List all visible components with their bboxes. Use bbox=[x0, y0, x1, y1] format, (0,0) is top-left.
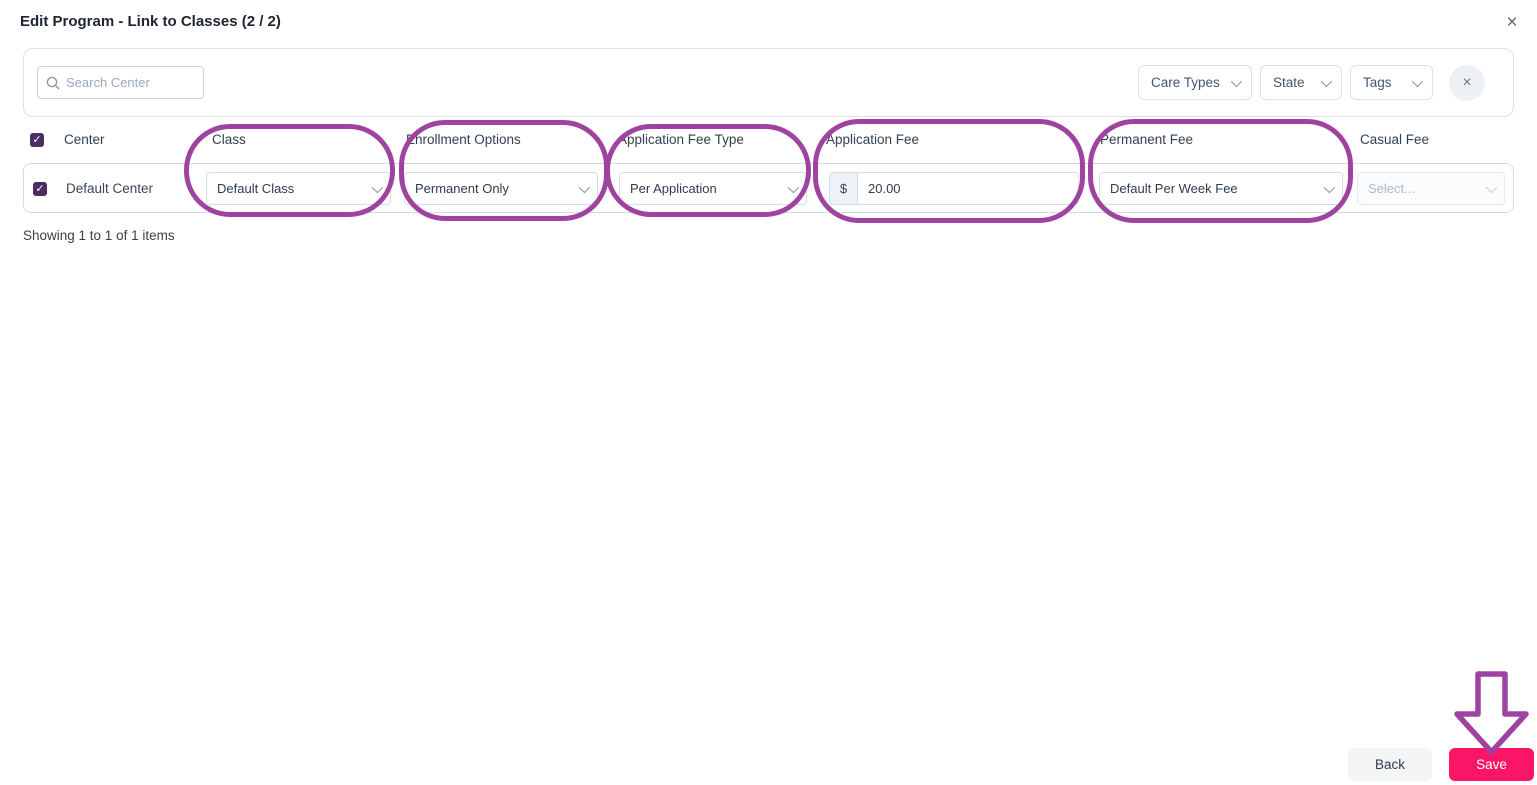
table-row: ✓ Default Center Default Class Permanent… bbox=[23, 163, 1514, 213]
header-center: Center bbox=[64, 132, 105, 147]
header-casual-fee: Casual Fee bbox=[1360, 132, 1430, 147]
enrollment-value: Permanent Only bbox=[415, 181, 509, 196]
back-button[interactable]: Back bbox=[1348, 748, 1432, 781]
permanent-fee-select[interactable]: Default Per Week Fee bbox=[1099, 172, 1343, 205]
chevron-down-icon bbox=[1323, 181, 1336, 193]
filter-group: Care Types State Tags × bbox=[1138, 64, 1485, 101]
chevron-down-icon bbox=[1411, 75, 1424, 87]
class-select[interactable]: Default Class bbox=[206, 172, 391, 205]
fee-type-value: Per Application bbox=[630, 181, 717, 196]
application-fee-field: $ bbox=[829, 172, 1079, 205]
table-header-row: ✓ Center Class Enrollment Options Applic… bbox=[0, 130, 1537, 152]
row-checkbox[interactable]: ✓ bbox=[33, 182, 47, 196]
save-button[interactable]: Save bbox=[1449, 748, 1534, 781]
check-icon: ✓ bbox=[35, 183, 45, 195]
tags-dropdown[interactable]: Tags bbox=[1350, 65, 1433, 100]
header-enrollment: Enrollment Options bbox=[406, 132, 521, 147]
select-all-checkbox[interactable]: ✓ bbox=[30, 133, 44, 147]
chevron-down-icon bbox=[578, 181, 591, 193]
chevron-down-icon bbox=[1485, 181, 1498, 193]
state-dropdown[interactable]: State bbox=[1260, 65, 1342, 100]
application-fee-type-select[interactable]: Per Application bbox=[619, 172, 807, 205]
search-filter-panel: Care Types State Tags × bbox=[23, 48, 1514, 117]
header-permanent-fee: Permanent Fee bbox=[1100, 132, 1194, 147]
search-box bbox=[37, 66, 204, 99]
page-title: Edit Program - Link to Classes (2 / 2) bbox=[20, 13, 281, 30]
care-types-dropdown[interactable]: Care Types bbox=[1138, 65, 1252, 100]
class-value: Default Class bbox=[217, 181, 295, 196]
casual-fee-placeholder: Select... bbox=[1368, 181, 1415, 196]
annotation-arrow-save-icon bbox=[1454, 671, 1529, 755]
header-fee-type: Application Fee Type bbox=[618, 132, 744, 147]
permanent-fee-value: Default Per Week Fee bbox=[1110, 181, 1238, 196]
currency-symbol: $ bbox=[830, 173, 858, 204]
clear-icon: × bbox=[1462, 73, 1472, 91]
header-class: Class bbox=[212, 132, 246, 147]
application-fee-input[interactable] bbox=[858, 173, 1078, 204]
close-icon[interactable]: × bbox=[1506, 12, 1518, 33]
search-input[interactable] bbox=[66, 75, 195, 90]
chevron-down-icon bbox=[371, 181, 384, 193]
state-label: State bbox=[1273, 75, 1305, 90]
header-app-fee: Application Fee bbox=[826, 132, 920, 147]
check-icon: ✓ bbox=[32, 134, 42, 146]
search-icon bbox=[46, 76, 60, 89]
center-name: Default Center bbox=[66, 181, 154, 196]
chevron-down-icon bbox=[1230, 75, 1243, 87]
clear-filters-button[interactable]: × bbox=[1449, 64, 1485, 101]
care-types-label: Care Types bbox=[1151, 75, 1220, 90]
chevron-down-icon bbox=[1320, 75, 1333, 87]
casual-fee-select[interactable]: Select... bbox=[1357, 172, 1505, 205]
enrollment-options-select[interactable]: Permanent Only bbox=[404, 172, 598, 205]
results-summary: Showing 1 to 1 of 1 items bbox=[23, 228, 175, 243]
chevron-down-icon bbox=[787, 181, 800, 193]
tags-label: Tags bbox=[1363, 75, 1392, 90]
